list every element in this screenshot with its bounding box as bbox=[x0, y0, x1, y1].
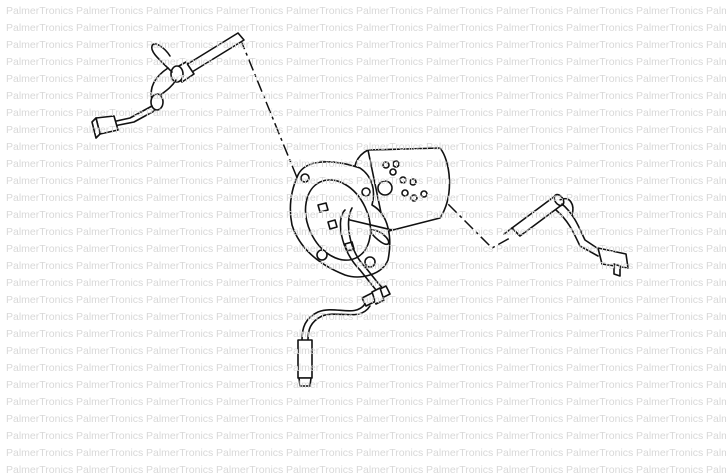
leader-line-right bbox=[431, 187, 511, 249]
burner-flange-assembly bbox=[289, 147, 451, 296]
leader-line-left bbox=[239, 37, 301, 186]
glow-plug-right bbox=[503, 193, 629, 277]
temperature-sensor-left bbox=[91, 32, 245, 139]
flame-sensor-probe bbox=[297, 285, 391, 387]
